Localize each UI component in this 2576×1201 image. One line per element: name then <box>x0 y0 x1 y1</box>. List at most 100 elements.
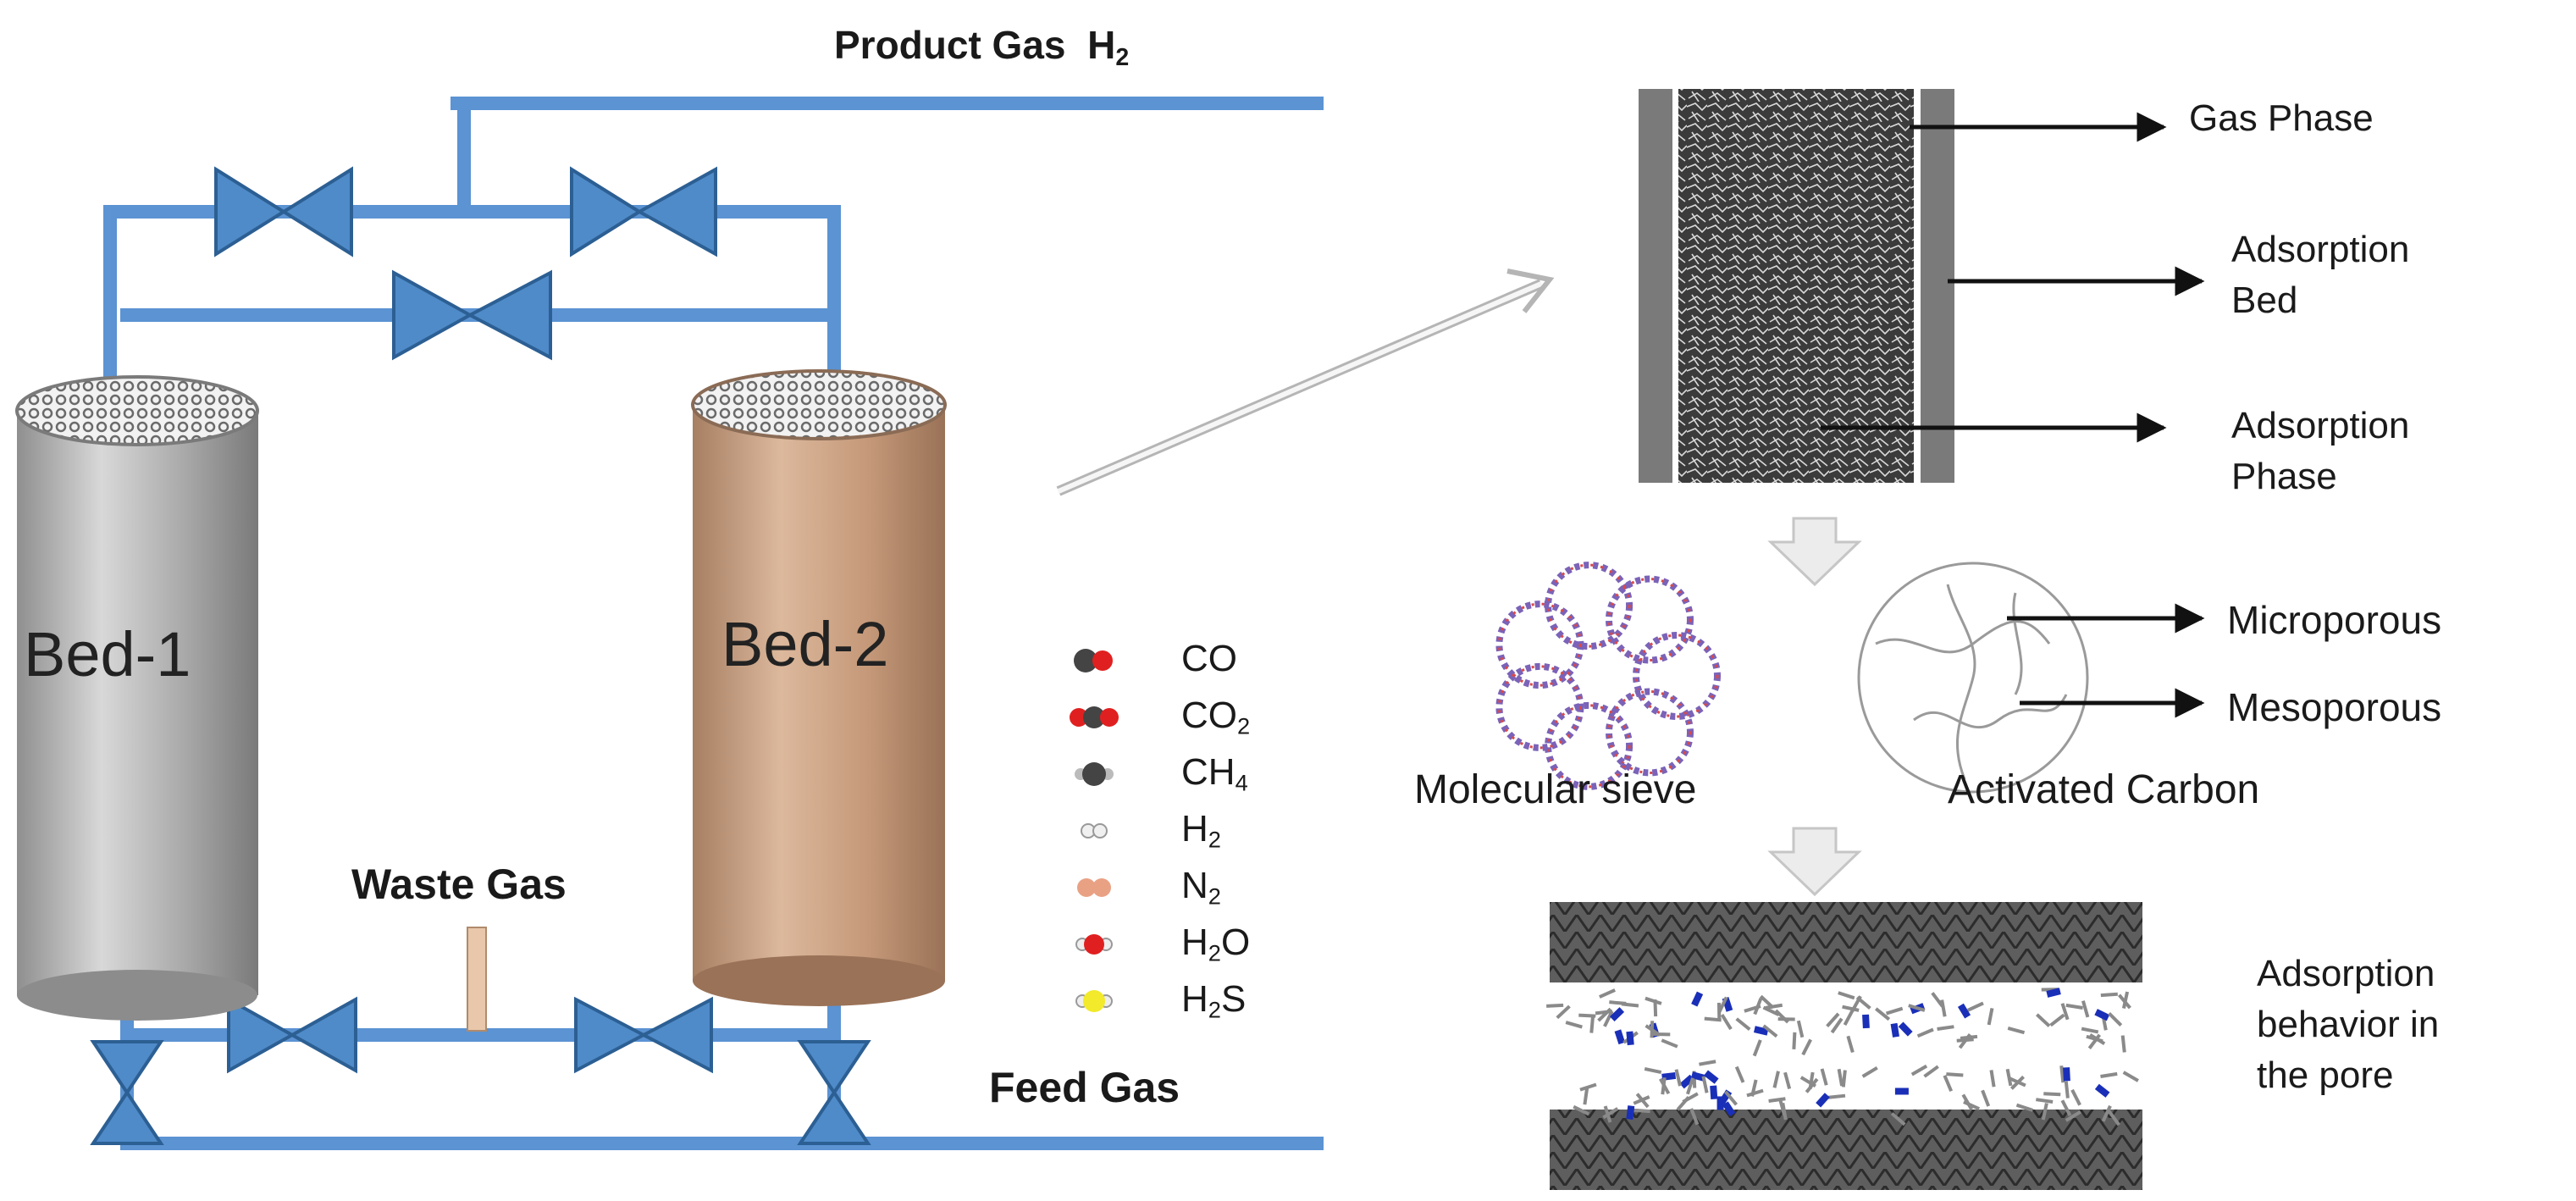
pore-molecule <box>1704 1070 1719 1084</box>
pore-behavior-label-2: behavior in <box>2257 1004 2440 1045</box>
pore-molecule <box>1923 1065 1939 1078</box>
pore-molecule <box>1602 1107 1619 1120</box>
bed-wall-right <box>1921 89 1954 483</box>
sieve-ring-atoms <box>1497 665 1582 750</box>
pore-molecule <box>1595 1009 1613 1016</box>
pore-molecule <box>1910 1064 1928 1076</box>
pore-molecule <box>1967 1001 1984 1012</box>
pore-molecule <box>1645 1024 1661 1037</box>
pore-molecule <box>2081 1027 2099 1034</box>
pore-molecule <box>1820 1068 1828 1086</box>
pore-molecule <box>2046 988 2061 998</box>
bed-2-label: Bed-2 <box>721 609 889 679</box>
pore-molecule <box>1744 1005 1761 1013</box>
pore-molecule <box>1578 1013 1596 1018</box>
pore-molecule <box>1599 988 1616 999</box>
pore-molecule <box>1981 1089 1991 1107</box>
valve-top-right[interactable] <box>570 166 717 257</box>
bed-1-mesh-top <box>15 375 259 446</box>
pore-molecule <box>1908 1004 1926 1012</box>
pore-molecule <box>1583 1088 1589 1105</box>
pore-molecule <box>2041 1103 2048 1121</box>
pore-molecule <box>1717 996 1728 1014</box>
pore-molecule <box>1890 1112 1906 1126</box>
pore-molecule <box>1645 996 1662 1005</box>
legend-n2-label: N2 <box>1181 865 1221 910</box>
pore-molecule <box>1801 1038 1812 1056</box>
pore-molecule <box>1931 992 1944 1008</box>
pore-molecule <box>1946 1072 1964 1077</box>
valve-equalization[interactable] <box>392 269 552 361</box>
pore-molecule <box>1626 1031 1634 1046</box>
pore-behavior-label-3: the pore <box>2257 1054 2394 1096</box>
pore-molecule <box>1661 1077 1667 1095</box>
pore-molecule <box>2089 1032 2106 1045</box>
pore-molecule <box>2070 1088 2081 1106</box>
pore-molecule <box>2049 1013 2065 1027</box>
pore-molecule <box>1830 1017 1844 1034</box>
pore-molecule <box>1720 1014 1733 1031</box>
legend-ch4-icon <box>1075 762 1114 786</box>
pore-molecule <box>1626 1105 1635 1120</box>
pore-molecule <box>2094 1009 2110 1021</box>
sieve-ring-atoms <box>1634 634 1719 718</box>
pore-molecule <box>1898 1021 1913 1037</box>
valve-group <box>90 166 871 1145</box>
pore-molecule <box>1846 1035 1855 1054</box>
pore-molecule <box>2117 993 2131 1010</box>
pore-molecule <box>1799 1076 1816 1088</box>
pore-molecule <box>2100 992 2118 998</box>
pore-molecule <box>1827 1093 1846 1099</box>
pore-molecule <box>1633 1108 1650 1114</box>
legend-co2-icon <box>1070 706 1119 728</box>
bed-1-base <box>17 970 257 1021</box>
valve-bed2-feed[interactable] <box>797 1040 871 1145</box>
pore-molecule <box>2060 1099 2072 1116</box>
bed-1 <box>15 375 259 1021</box>
pore-molecule <box>2065 1110 2081 1122</box>
pore-molecule <box>1989 1070 1996 1088</box>
pore-molecule <box>1796 1020 1805 1038</box>
pore-molecule <box>1963 1100 1981 1110</box>
pore-molecule <box>1937 1025 1954 1031</box>
legend-h2o-icon <box>1075 934 1113 955</box>
pore-molecule <box>2065 1003 2083 1010</box>
pore-molecule <box>1826 1012 1840 1028</box>
pore-molecule <box>1724 1090 1739 1106</box>
pore-molecule <box>1701 1076 1709 1093</box>
pore-molecule <box>1916 1027 1934 1038</box>
valve-bottom-right[interactable] <box>574 996 713 1074</box>
bed-packing <box>1678 89 1914 483</box>
pore-molecule <box>1621 1002 1639 1008</box>
pore-molecule <box>1635 1093 1650 1109</box>
legend-h2s-icon <box>1075 990 1113 1012</box>
adsorption-bed-detail <box>1639 89 2205 483</box>
pore-molecule <box>1704 1016 1722 1022</box>
adsorption-phase-label-1: Adsorption <box>2231 405 2410 446</box>
pore-molecule <box>1565 1021 1583 1029</box>
pore-molecule <box>1556 1005 1571 1020</box>
pore-molecule <box>1603 1010 1614 1027</box>
pore-molecule <box>2101 1104 2112 1122</box>
legend-h2o-label: H2O <box>1181 922 1251 966</box>
pore-molecule <box>1890 1022 1899 1038</box>
valve-bottom-left[interactable] <box>227 996 357 1074</box>
molecular-sieve-icon <box>1495 562 1721 790</box>
valve-top-left[interactable] <box>214 166 353 257</box>
pore-molecule <box>1661 1038 1678 1049</box>
pore-molecule <box>1885 1006 1904 1016</box>
pore-molecule <box>1855 996 1871 1010</box>
pore-molecule <box>1710 1085 1718 1100</box>
sieve-ring-atoms <box>1607 689 1692 774</box>
down-arrow-upper <box>1767 517 1862 587</box>
pore-behavior-label-1: Adsorption <box>2257 953 2435 994</box>
pore-molecule <box>1783 1071 1792 1090</box>
pore-molecule <box>1762 1024 1778 1038</box>
sieve-ring-atoms <box>1546 704 1631 789</box>
valve-bed1-feed[interactable] <box>90 1040 164 1145</box>
pore-molecule <box>1765 1003 1783 1010</box>
pore-molecule <box>2036 1098 2054 1104</box>
bed-2-body <box>693 405 945 981</box>
pore-molecule <box>1838 991 1855 1000</box>
